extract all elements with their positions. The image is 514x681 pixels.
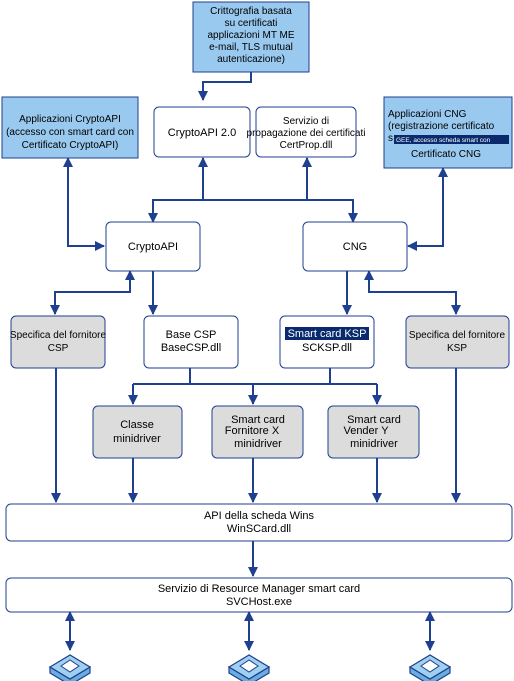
node-line: (registrazione certificato — [388, 121, 495, 132]
smart-card-reader-icon — [408, 654, 452, 681]
node-cryptoapi-2-0: CryptoAPI 2.0 — [153, 106, 251, 158]
node-line: minidriver — [234, 438, 282, 450]
node-highlight: GEE, accesso scheda smart con — [396, 137, 491, 144]
node-line: SCKSP.dll — [302, 342, 352, 354]
highlight-bar — [394, 135, 509, 144]
node-label: CryptoAPI — [128, 241, 178, 253]
node-line: SVCHost.exe — [226, 596, 292, 608]
node-cng: CNG — [302, 221, 408, 272]
node-line: minidriver — [350, 438, 398, 450]
svg-text:Applicazioni CryptoAPI(accesso: Applicazioni CryptoAPI (accesso con smart… — [6, 114, 134, 151]
node-line: WinSCard.dll — [227, 523, 291, 535]
node-label: CNG — [343, 241, 367, 253]
node-line: propagazione dei certificati — [247, 128, 366, 139]
node-label: CryptoAPI 2.0 — [168, 127, 236, 139]
node-line: Certificato CryptoAPI) — [22, 140, 119, 151]
smart-card-reader-icon — [48, 654, 92, 681]
node-line: KSP — [447, 343, 467, 354]
arrow-cng-to-cryptoapi20-bus — [203, 199, 354, 222]
node-line: e-mail, TLS mutual — [209, 42, 293, 53]
arrow-cryptoapi-to-csp-vendor — [50, 270, 135, 315]
node-app-cng: Applicazioni CNG(registrazione certifica… — [383, 96, 513, 169]
svg-text:Applicazioni CNG(registrazione: Applicazioni CNG(registrazione certifica… — [388, 109, 495, 144]
node-line: Smart card — [347, 414, 401, 426]
node-line: Specifica del fornitore — [10, 330, 107, 341]
arrow-cng-to-ksp-vendor — [364, 270, 461, 315]
node-line: su certificati — [225, 18, 278, 29]
node-classe-minidriver: Classe minidriver — [92, 405, 183, 459]
arrow-crittografia-to-cryptoapi20 — [198, 72, 252, 101]
node-line: minidriver — [113, 433, 161, 445]
node-cryptoapi: CryptoAPI — [105, 221, 201, 272]
node-line: API della scheda Wins — [204, 510, 315, 522]
svg-text:Servizio di Resource Manager s: Servizio di Resource Manager smart cardS… — [158, 583, 360, 608]
node-line: Crittografia basata — [210, 6, 292, 17]
node-line: Servizio di — [283, 116, 329, 127]
node-line: Specifica del fornitore — [409, 330, 506, 341]
arrow-appcng-cng — [407, 167, 448, 251]
node-line: Smart card — [231, 414, 285, 426]
node-line: Applicazioni CNG — [388, 109, 467, 120]
node-line: CSP — [48, 343, 69, 354]
node-line: (accesso con smart card con — [6, 127, 134, 138]
arrow-appcryptoapi-cryptoapi — [63, 157, 105, 251]
node-line: BaseCSP.dll — [161, 342, 221, 354]
node-line: Certificato CNG — [411, 149, 481, 160]
node-line: Vender Y — [343, 425, 389, 437]
node-line: autenticazione) — [217, 54, 285, 65]
arrow-cryptoapi-to-cryptoapi20 — [152, 157, 208, 222]
node-app-cryptoapi: Applicazioni CryptoAPI (accesso con smart… — [1, 96, 139, 159]
highlight-bar — [285, 327, 369, 340]
connectors — [50, 72, 461, 651]
node-line: Base CSP — [166, 329, 217, 341]
node-line: Servizio di Resource Manager smart card — [158, 583, 360, 595]
node-line: Fornitore X — [225, 425, 280, 437]
node-line: s — [388, 133, 393, 144]
node-line: CertProp.dll — [280, 140, 333, 151]
node-smartcard-ksp: Smart card KSP SCKSP.dll — [279, 315, 375, 369]
smart-card-reader-icon — [227, 654, 271, 681]
node-highlight: Smart card KSP — [288, 328, 367, 340]
node-line: Classe — [120, 419, 154, 431]
node-line: applicazioni MT ME — [207, 30, 294, 41]
node-line: Applicazioni CryptoAPI — [19, 114, 121, 125]
